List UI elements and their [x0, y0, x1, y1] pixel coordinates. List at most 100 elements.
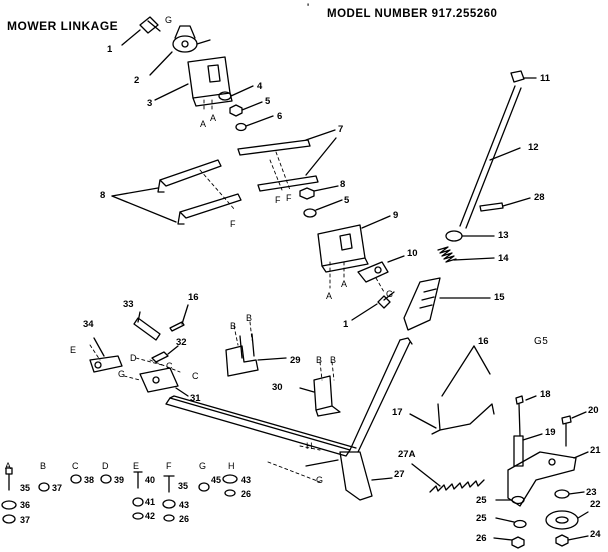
- legend-num: 36: [20, 500, 31, 510]
- bracket-part-31: [139, 367, 189, 397]
- washer-part-5b: [303, 199, 343, 218]
- pin-part-1b: [351, 291, 395, 321]
- letter-mark: A: [210, 113, 217, 123]
- link-part-33: [133, 311, 161, 341]
- washer-part-23: [554, 489, 585, 499]
- cap-part-11: [510, 70, 537, 83]
- letter-mark: D: [130, 353, 137, 363]
- legend-letter-g: G: [199, 461, 207, 471]
- callout-16b: 16: [478, 336, 489, 347]
- callout-10: 10: [407, 248, 418, 259]
- legend-num: 42: [145, 511, 156, 521]
- bracket-part-21: [507, 451, 589, 507]
- rod-part-12: [459, 85, 522, 229]
- section-title: MOWER LINKAGE: [7, 19, 119, 33]
- callout-29: 29: [290, 355, 301, 366]
- nut-part-5: [229, 101, 263, 117]
- rod-part-17: [409, 345, 495, 435]
- callout-25a: 25: [476, 495, 487, 506]
- swivel-part-10: [357, 255, 405, 283]
- legend-num: 37: [52, 483, 63, 493]
- swivel-part-2: [149, 25, 211, 76]
- callout-2: 2: [134, 75, 140, 86]
- callout-4: 4: [257, 81, 263, 92]
- nut-part-26: [493, 536, 525, 549]
- callout-34: 34: [83, 319, 94, 330]
- bolt-part-18: [515, 395, 537, 437]
- callout-26: 26: [476, 533, 487, 544]
- callout-16a: 16: [188, 292, 199, 303]
- pin-part-16a: [169, 304, 189, 332]
- washer-part-13: [445, 230, 495, 242]
- callout-7: 7: [338, 124, 344, 135]
- callout-3: 3: [147, 98, 153, 109]
- letter-mark: B: [330, 355, 337, 365]
- callout-21: 21: [590, 445, 601, 456]
- letter-mark: A: [341, 279, 348, 289]
- legend-num: 26: [241, 489, 252, 499]
- callout-11: 11: [540, 73, 551, 84]
- callout-8b: 8: [340, 179, 346, 190]
- legend-letter-d: D: [102, 461, 109, 471]
- callout-13: 13: [498, 230, 509, 241]
- letter-mark: F: [286, 193, 292, 203]
- link-part-7: [237, 129, 337, 192]
- callout-31: 31: [190, 393, 201, 404]
- clevis-pin-part-1: [121, 16, 161, 46]
- callout-22: 22: [590, 499, 601, 510]
- bolt-part-20: [561, 411, 587, 447]
- legend-num: 41: [145, 497, 156, 507]
- callout-8: 8: [100, 190, 106, 201]
- callout-27A: 27A: [398, 449, 416, 460]
- callout-15: 15: [494, 292, 505, 303]
- model-number: MODEL NUMBER 917.255260: [327, 8, 498, 20]
- callout-18: 18: [540, 389, 551, 400]
- legend-num: 43: [241, 475, 252, 485]
- nut-part-24: [555, 534, 589, 547]
- legend-num: 26: [179, 514, 190, 524]
- frame-part-27: [165, 337, 413, 501]
- legend-num: 35: [178, 481, 189, 491]
- letter-mark: G: [118, 369, 126, 379]
- callout-33: 33: [123, 299, 134, 310]
- legend-letter-c: C: [72, 461, 79, 471]
- bracket-part-29: [225, 333, 287, 377]
- callout-24: 24: [590, 529, 601, 540]
- pulley-part-22: [545, 510, 589, 530]
- washer-part-6: [235, 115, 274, 132]
- bracket-part-30: [299, 375, 341, 417]
- letter-mark: H: [306, 441, 313, 451]
- pin-part-28: [479, 197, 531, 212]
- washer-part-25b: [495, 517, 527, 529]
- legend-letter-f: F: [166, 461, 172, 471]
- spring-part-14: [437, 246, 495, 263]
- legend-letter-e: E: [133, 461, 140, 471]
- callout-17: 17: [392, 407, 403, 418]
- legend-letter-a: A: [5, 461, 12, 471]
- letter-mark: B: [230, 321, 237, 331]
- legend-letter-h: H: [228, 461, 235, 471]
- spring-part-27A: [411, 463, 485, 493]
- callout-27: 27: [394, 469, 405, 480]
- legend-num: 43: [179, 500, 190, 510]
- legend-num: 40: [145, 475, 156, 485]
- callout-19: 19: [545, 427, 556, 438]
- callout-1b: 1: [343, 319, 349, 330]
- spacer-part-19: [513, 433, 543, 467]
- callout-23: 23: [586, 487, 597, 498]
- legend-letter-b: B: [40, 461, 47, 471]
- legend-num: 38: [84, 475, 95, 485]
- letter-mark: E: [70, 345, 77, 355]
- legend-num: 39: [114, 475, 125, 485]
- bushing-part-32: [151, 345, 179, 363]
- legend-num: 35: [20, 483, 31, 493]
- callout-5: 5: [265, 96, 271, 107]
- letter-mark: F: [275, 195, 281, 205]
- letter-mark: A: [200, 119, 207, 129]
- arm-part-34: [89, 337, 123, 373]
- letter-mark: B: [316, 355, 323, 365]
- callout-1: 1: [107, 44, 113, 55]
- tick-mark: ': [307, 2, 310, 12]
